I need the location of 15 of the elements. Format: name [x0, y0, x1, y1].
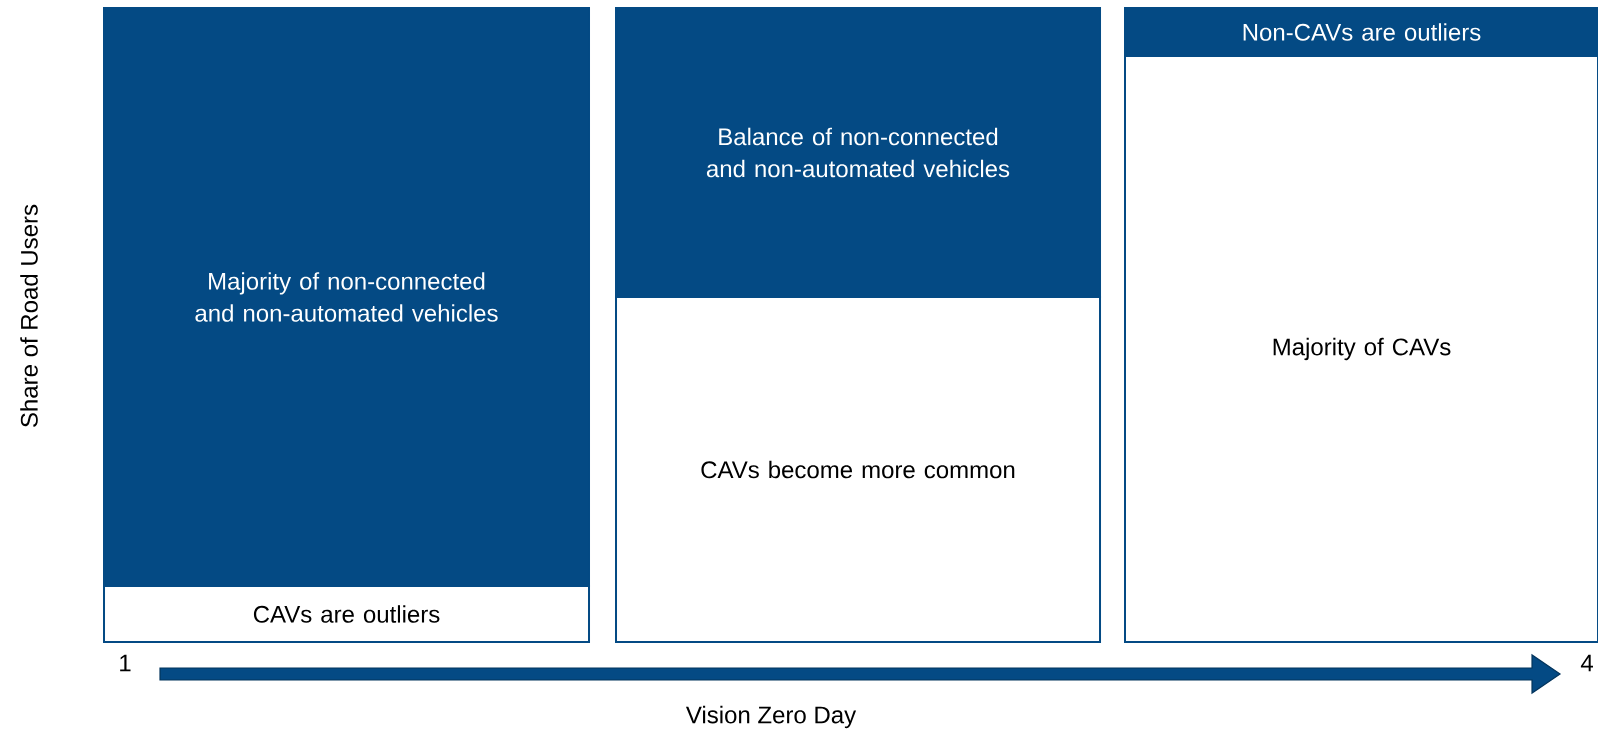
band: [615, 7, 1101, 298]
band-text: Majority of non-connected and non-automated vehicles: [195, 272, 498, 322]
band-text: CAVs are outliers: [253, 605, 440, 623]
axis-tick-label: 1: [120, 654, 131, 672]
axis-title: Vision Zero Day: [685, 705, 857, 729]
band-text: Non-CAVs are outliers: [1243, 23, 1481, 41]
band: [1124, 55, 1598, 643]
band-text: Majority of CAVs: [1273, 337, 1451, 361]
band-text: Balance of non-connected and non-automated vehicles: [706, 127, 1010, 178]
band: [103, 7, 590, 587]
axis-title: Share of Road Users: [20, 204, 38, 427]
band: [1124, 7, 1598, 57]
band: [103, 585, 590, 643]
band-text: CAVs become more common: [701, 460, 1015, 479]
band: [615, 296, 1101, 643]
